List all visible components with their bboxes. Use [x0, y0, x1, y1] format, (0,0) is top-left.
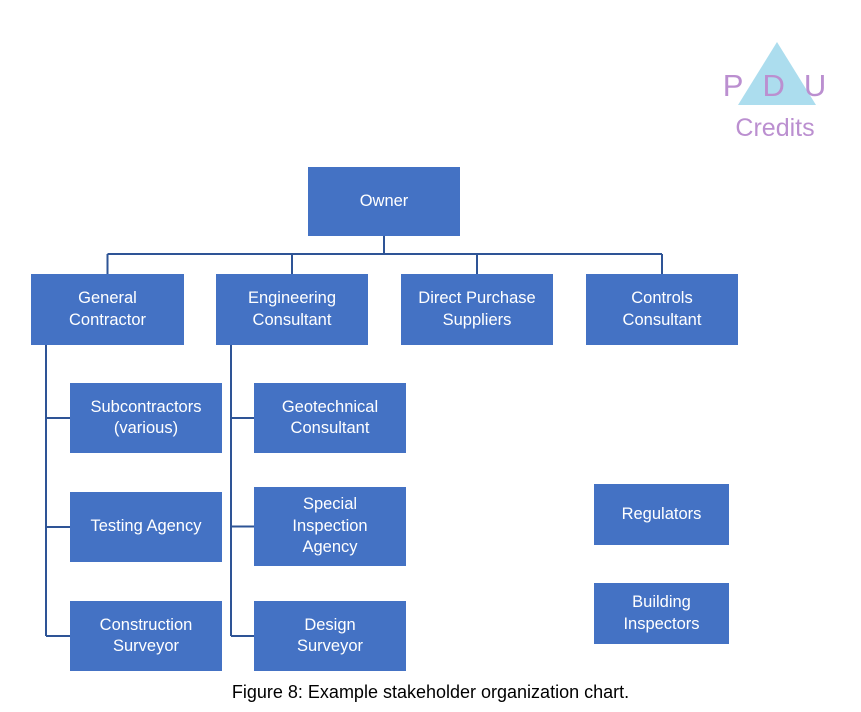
node-geotechnical-consultant[interactable]: Geotechnical Consultant [254, 383, 406, 453]
node-label: Building Inspectors [623, 593, 700, 633]
node-engineering-consultant[interactable]: Engineering Consultant [216, 274, 368, 345]
node-label: Engineering Consultant [247, 289, 337, 329]
logo-subtitle: Credits [735, 114, 815, 142]
node-label: Construction Surveyor [99, 615, 193, 655]
node-label: Controls Consultant [622, 289, 702, 329]
node-label: Geotechnical Consultant [281, 397, 379, 437]
figure-caption: Figure 8: Example stakeholder organizati… [231, 682, 630, 702]
node-special-inspection-agency[interactable]: Special Inspection Agency [254, 487, 406, 566]
logo-letter-d: D [762, 68, 786, 103]
logo-letter-u: U [803, 68, 828, 103]
node-regulators[interactable]: Regulators [594, 484, 729, 545]
node-controls-consultant[interactable]: Controls Consultant [586, 274, 738, 345]
node-direct-purchase-suppliers[interactable]: Direct Purchase Suppliers [401, 274, 553, 345]
node-label: Special Inspection Agency [292, 495, 368, 557]
node-owner[interactable]: Owner [308, 167, 460, 236]
node-label: Direct Purchase Suppliers [418, 289, 536, 329]
node-testing-agency[interactable]: Testing Agency [70, 492, 222, 562]
node-label: Testing Agency [90, 517, 202, 536]
triangle-icon [738, 42, 816, 105]
node-subcontractors[interactable]: Subcontractors (various) [70, 383, 222, 453]
node-label: Subcontractors (various) [90, 397, 202, 437]
node-general-contractor[interactable]: General Contractor [31, 274, 184, 345]
node-design-surveyor[interactable]: Design Surveyor [254, 601, 406, 671]
node-label: General Contractor [68, 289, 147, 329]
node-building-inspectors[interactable]: Building Inspectors [594, 583, 729, 644]
logo-letter-p: P [722, 68, 745, 103]
node-label: Regulators [621, 504, 702, 523]
node-label: Design Surveyor [296, 615, 364, 655]
node-label: Owner [359, 191, 409, 210]
node-construction-surveyor[interactable]: Construction Surveyor [70, 601, 222, 671]
